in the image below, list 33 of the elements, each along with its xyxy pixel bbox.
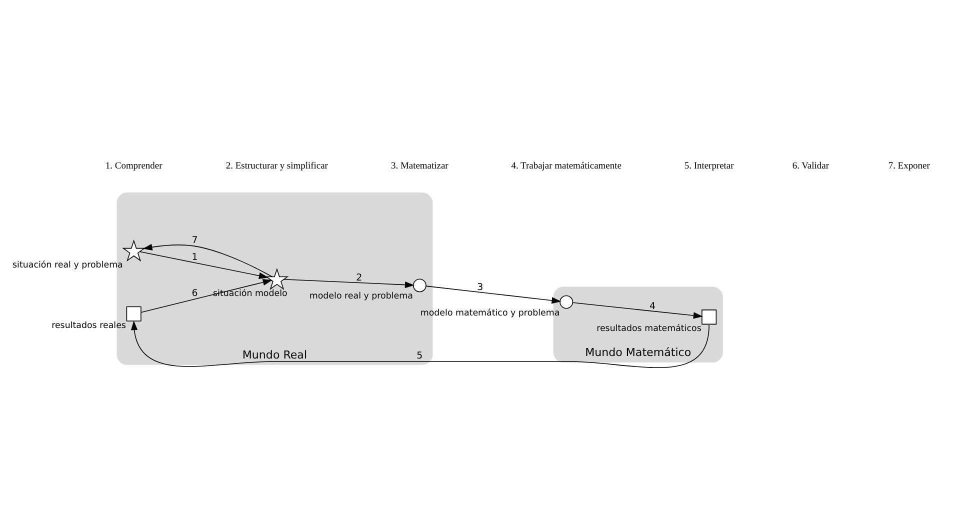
node-label: situación modelo xyxy=(213,288,288,299)
edge-label: 5 xyxy=(416,350,423,362)
edge-label: 6 xyxy=(192,288,198,300)
arrow xyxy=(426,286,562,304)
arrow xyxy=(140,279,272,313)
node-box xyxy=(126,306,142,322)
node-box xyxy=(702,310,717,325)
node-label: resultados matemáticos xyxy=(596,324,702,334)
label: 1. Comprender xyxy=(105,162,162,172)
arrow xyxy=(283,279,414,288)
node-star xyxy=(122,240,146,262)
node-label: modelo matemático y problema xyxy=(420,308,560,318)
edge-label: 7 xyxy=(192,235,198,246)
label: 7. Exponer xyxy=(888,162,930,172)
edge-label: 1 xyxy=(192,252,198,263)
label: 6. Validar xyxy=(792,162,829,172)
edge-label: 4 xyxy=(650,300,656,312)
arrow xyxy=(572,302,703,319)
arrow xyxy=(130,320,710,368)
node-circle xyxy=(412,278,426,292)
node-label: resultados reales xyxy=(52,320,126,331)
arrow xyxy=(142,244,272,278)
edge-label: 3 xyxy=(477,282,484,293)
node-label: situación real y problema xyxy=(12,260,123,270)
node-star xyxy=(265,268,289,290)
node-circle xyxy=(560,295,574,309)
label: 5. Interpretar xyxy=(684,162,734,172)
edge-label: 2 xyxy=(356,272,362,284)
arrow xyxy=(139,251,268,279)
label: 4. Trabajar matemáticamente xyxy=(511,162,622,172)
label: 2. Estructurar y simplificar xyxy=(226,162,328,172)
node-label: modelo real y problema xyxy=(309,292,413,302)
label: 3. Matematizar xyxy=(391,162,448,172)
